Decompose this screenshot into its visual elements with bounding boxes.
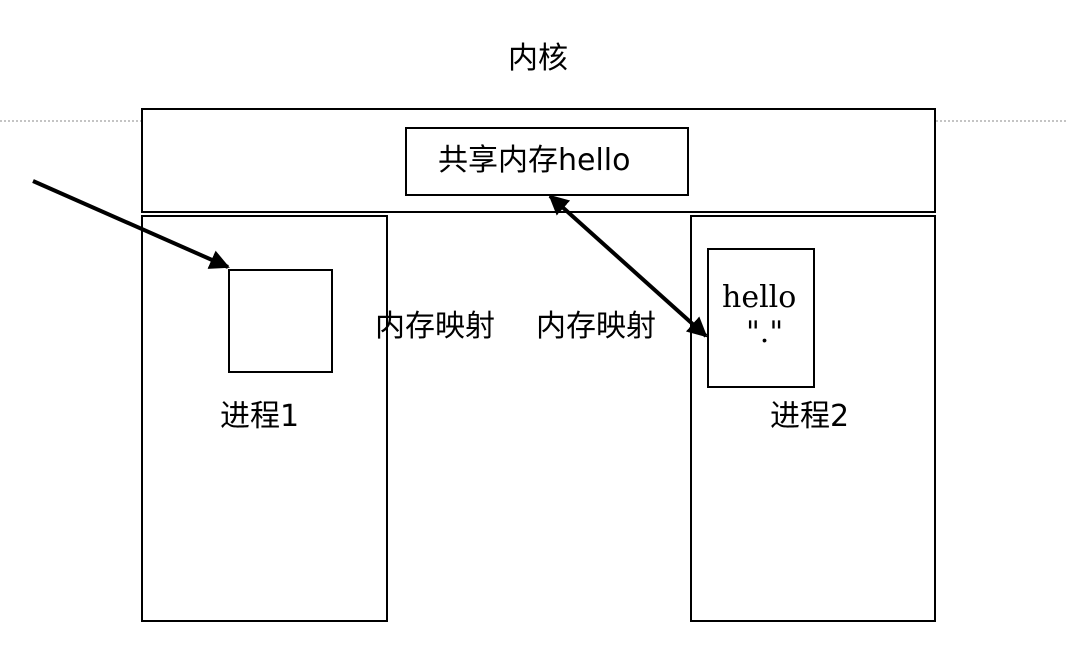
kernel-title: 内核 bbox=[508, 41, 568, 76]
shared-memory-box bbox=[405, 127, 689, 196]
memory-mapping-label-left: 内存映射 bbox=[375, 309, 495, 344]
process2-label: 进程2 bbox=[770, 399, 850, 434]
process1-label: 进程1 bbox=[220, 399, 300, 434]
mapping-arrow-process1 bbox=[32, 179, 230, 269]
mapping-arrow-process2 bbox=[548, 194, 708, 338]
process2-content-hello: hello bbox=[722, 280, 797, 315]
process1-memory-box bbox=[228, 269, 333, 373]
process2-content-quote: "." bbox=[746, 315, 784, 350]
shared-memory-label: 共享内存hello bbox=[438, 143, 631, 178]
process2-memory-box bbox=[707, 248, 815, 388]
memory-mapping-label-right: 内存映射 bbox=[536, 309, 656, 344]
